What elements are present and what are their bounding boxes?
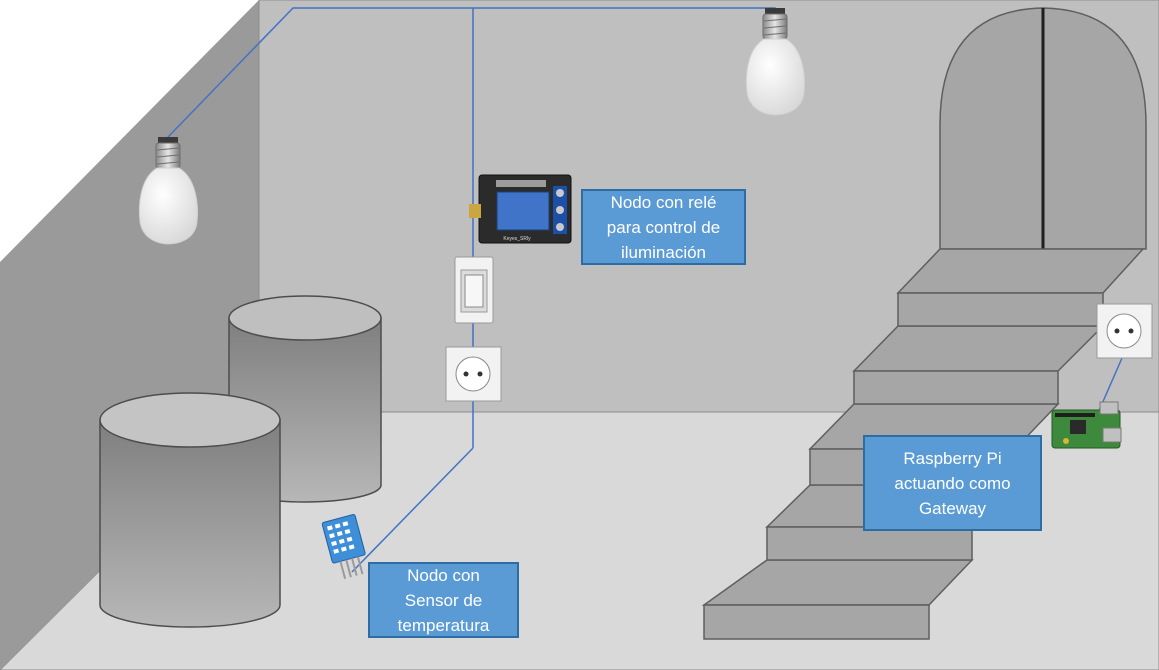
temperature-node-callout-line-1: Nodo con: [407, 565, 480, 585]
relay-node-callout-line-1: Nodo con relé: [610, 192, 717, 212]
tank-front: [99, 392, 281, 628]
light-switch-icon: [454, 256, 494, 324]
relay-node-callout: Nodo con relé para control de iluminació…: [581, 189, 746, 265]
relay-module-icon: Keyes_SRly: [469, 174, 572, 244]
stair-top-landing: [896, 248, 1145, 294]
relay-model-label: Keyes_SRly: [503, 236, 531, 242]
light-bulb-right-icon: [745, 8, 805, 116]
raspberry-gateway-callout-line-2: actuando como: [894, 473, 1011, 493]
arched-door: [939, 7, 1147, 250]
stair-5-riser: [703, 604, 930, 640]
temperature-node-callout: Nodo con Sensor de temperatura: [368, 562, 519, 638]
stair-outlet-icon: [1096, 303, 1153, 359]
light-bulb-left-icon: [138, 137, 198, 245]
raspberry-pi-icon: [1051, 401, 1122, 449]
stair-1-riser: [897, 292, 1104, 327]
ceiling-wire-left-bulb: [167, 7, 473, 138]
left-wall-upper: [0, 0, 259, 262]
temperature-sensor-icon: [321, 514, 366, 580]
temperature-node-callout-line-2: Sensor de: [404, 590, 483, 610]
raspberry-gateway-callout: Raspberry Pi actuando como Gateway: [863, 435, 1042, 531]
temperature-node-callout-line-3: temperatura: [397, 615, 490, 635]
stair-1-tread: [852, 325, 1105, 372]
wall-outlet-icon: [445, 346, 502, 402]
staircase: [701, 248, 1145, 640]
floor-wire-sensor: [351, 447, 474, 573]
relay-node-callout-line-2: para control de: [606, 217, 721, 237]
raspberry-gateway-callout-line-3: Gateway: [918, 498, 987, 518]
raspberry-gateway-callout-line-1: Raspberry Pi: [903, 448, 1002, 468]
stair-4-riser: [766, 526, 973, 561]
relay-node-callout-line-3: iluminación: [620, 242, 707, 262]
stair-2-riser: [853, 370, 1059, 405]
